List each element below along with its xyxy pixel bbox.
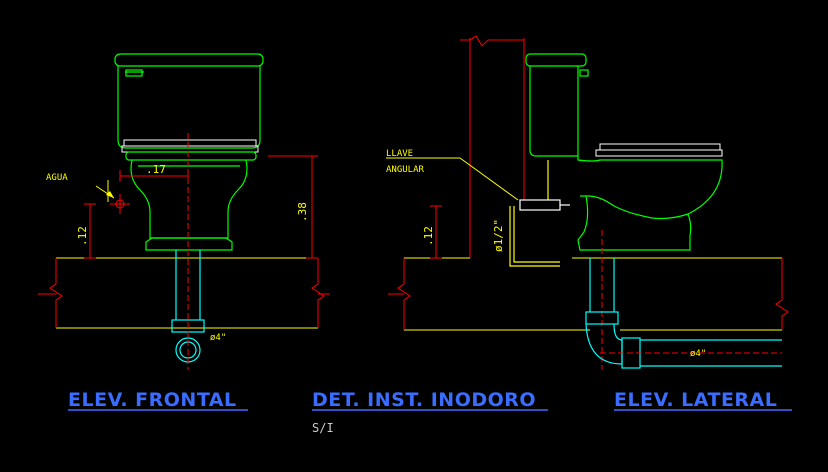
front-toilet-tank bbox=[114, 53, 264, 149]
dim-12-side bbox=[430, 205, 442, 259]
front-elevation: AGUA .17 .12 .38 ø4" bbox=[38, 53, 330, 370]
side-water-supply bbox=[509, 160, 570, 267]
dim-12-side-text: .12 bbox=[422, 226, 435, 246]
dim-12-front-text: .12 bbox=[76, 226, 89, 246]
front-break-right bbox=[311, 258, 325, 328]
valve-label-1: LLAVE bbox=[386, 149, 413, 159]
front-drain-label: ø4" bbox=[210, 333, 226, 343]
front-toilet-bowl bbox=[125, 151, 257, 251]
front-water-inlet bbox=[107, 180, 130, 214]
side-wall bbox=[460, 35, 525, 258]
dim-17 bbox=[119, 170, 189, 182]
side-elevation: LLAVE ANGULAR ø4" .12 ø1/2" bbox=[386, 35, 789, 370]
side-toilet-seat bbox=[595, 143, 723, 157]
side-break-right bbox=[775, 258, 789, 330]
side-drain-label: ø4" bbox=[690, 349, 706, 359]
front-floor bbox=[56, 257, 318, 329]
dim-17-text: .17 bbox=[146, 163, 166, 176]
water-label: AGUA bbox=[46, 173, 68, 183]
front-break-left bbox=[49, 258, 63, 328]
front-toilet-seat bbox=[121, 139, 259, 153]
supply-diameter-text: ø1/2" bbox=[492, 219, 505, 252]
title-detail: DET. INST. INODORO bbox=[312, 389, 536, 411]
side-drain-pipe bbox=[585, 258, 782, 369]
title-front: ELEV. FRONTAL bbox=[68, 389, 237, 411]
titles: ELEV. FRONTAL DET. INST. INODORO ELEV. L… bbox=[68, 389, 792, 435]
side-break-left bbox=[397, 258, 411, 330]
valve-label-2: ANGULAR bbox=[386, 165, 425, 175]
dim-12-front bbox=[84, 203, 96, 259]
scale-label: S/I bbox=[312, 421, 334, 435]
title-side: ELEV. LATERAL bbox=[614, 389, 777, 411]
side-toilet-bowl bbox=[577, 156, 723, 251]
side-floor bbox=[404, 257, 782, 331]
side-toilet-tank bbox=[525, 53, 589, 157]
dim-38 bbox=[268, 155, 318, 259]
dim-38-text: .38 bbox=[296, 202, 309, 222]
